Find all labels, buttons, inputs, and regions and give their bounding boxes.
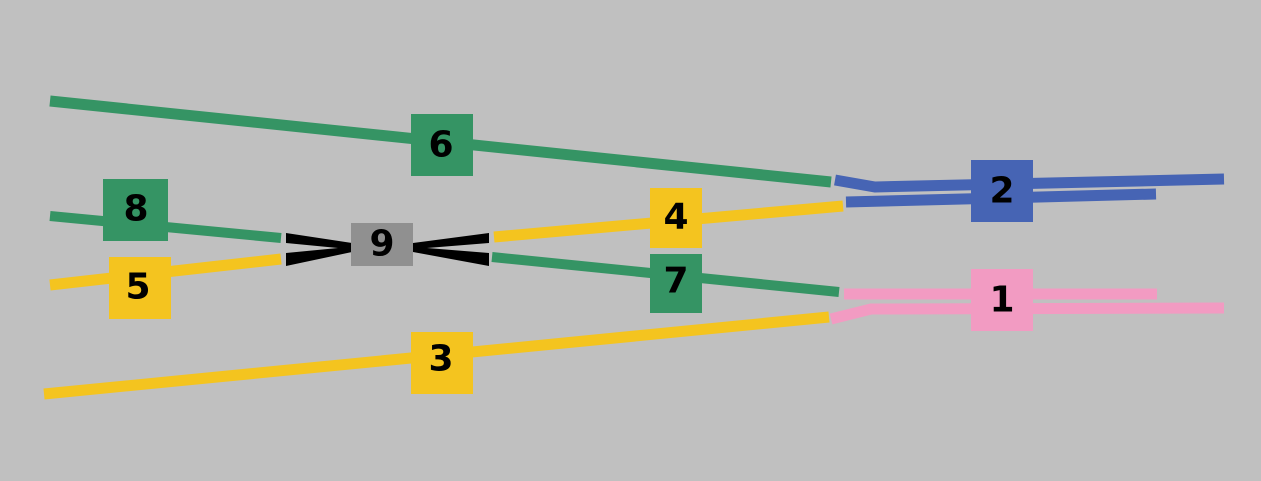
block-3-label: 3 (428, 339, 453, 380)
block-9[interactable]: 9 (351, 223, 413, 266)
block-9-label: 9 (369, 224, 394, 265)
block-3[interactable]: 3 (411, 332, 473, 394)
block-4[interactable]: 4 (650, 188, 702, 248)
block-5[interactable]: 5 (109, 257, 171, 319)
track-segment-1-lower[interactable] (829, 302, 1225, 325)
block-8-label: 8 (123, 189, 148, 230)
block-5-label: 5 (125, 267, 150, 308)
block-4-box (650, 188, 702, 248)
block-7-box (650, 254, 702, 313)
block-4-label: 4 (663, 197, 688, 238)
crossing-right-arm[interactable] (413, 233, 489, 266)
block-5-box (109, 257, 171, 319)
block-8[interactable]: 8 (103, 179, 168, 241)
block-2-label: 2 (989, 171, 1014, 212)
crossing-9 (286, 233, 489, 266)
block-1-label: 1 (989, 280, 1014, 321)
block-7-label: 7 (663, 261, 688, 302)
block-2-box (971, 160, 1033, 222)
block-7[interactable]: 7 (650, 254, 702, 313)
block-1-box (971, 269, 1033, 331)
block-6-label: 6 (428, 125, 453, 166)
block-3-box (411, 332, 473, 394)
block-6-box (411, 114, 473, 176)
blocks: 1 2 3 4 5 6 7 8 (103, 114, 1033, 394)
track-segments (43, 95, 1225, 400)
block-1[interactable]: 1 (971, 269, 1033, 331)
crossing-left-arm[interactable] (286, 233, 352, 266)
block-6[interactable]: 6 (411, 114, 473, 176)
block-8-box (103, 179, 168, 241)
block-9-box (351, 223, 413, 266)
block-2[interactable]: 2 (971, 160, 1033, 222)
track-segment-2-upper[interactable] (834, 173, 1225, 193)
